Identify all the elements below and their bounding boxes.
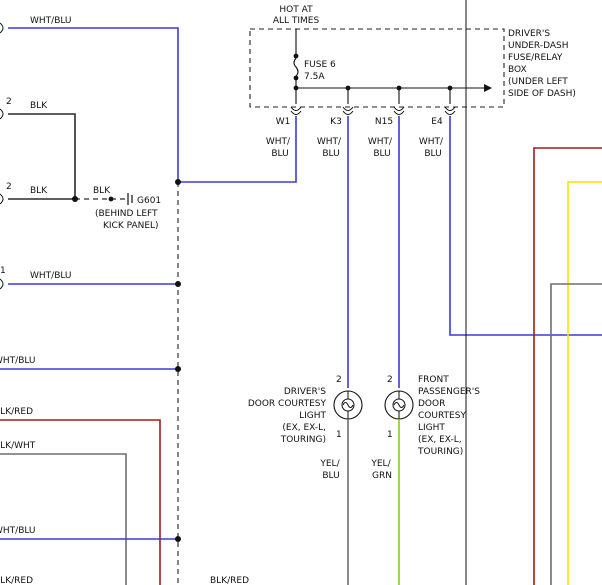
left-wire-label: WHT/BLU [0, 356, 36, 366]
terminal-wire-label: BLU [322, 149, 339, 159]
wire-right-yellow [567, 181, 602, 585]
hot-at-label: HOT AT [279, 5, 313, 15]
passenger-light-label-line: (EX, EX-L, [418, 435, 462, 445]
terminal-wire-label: BLU [424, 149, 441, 159]
terminal-wire-label: BLU [271, 149, 288, 159]
terminal-wire-label: WHT/ [368, 137, 393, 147]
left-pin-number: 1 [0, 266, 6, 276]
passenger-light-label-line: DOOR [418, 399, 445, 409]
fuse-terminal-dot [293, 75, 299, 81]
fuse-box-label-line: DRIVER'S [508, 29, 550, 39]
ground-name: G601 [137, 196, 161, 206]
ground-location: KICK PANEL) [103, 221, 159, 231]
fuse-box-label: DRIVER'S UNDER-DASH FUSE/RELAY BOX (UNDE… [508, 29, 576, 99]
bus-arrow-icon [484, 84, 492, 92]
passenger-light-label-line: LIGHT [418, 423, 445, 433]
left-wire-label: BLK [30, 101, 48, 111]
driver-light-label: DRIVER'S DOOR COURTESY LIGHT (EX, EX-L, … [248, 387, 327, 445]
terminal-wire-label: WHT/ [266, 137, 291, 147]
power-bus [295, 87, 484, 104]
fuse-name: FUSE 6 [304, 60, 336, 70]
bus-junction-dot [293, 85, 299, 91]
wire-e4 [449, 116, 602, 336]
wire-blk-red-1 [0, 419, 161, 585]
terminal-e4-label: E4 [431, 117, 443, 127]
ground-wire-label: BLK [93, 186, 111, 196]
terminal-n15-label: N15 [375, 117, 393, 127]
splice-dot [175, 179, 181, 185]
wire-w1 [178, 116, 297, 183]
passenger-light-label-line: TOURING) [417, 447, 463, 457]
splice-dot [175, 281, 181, 287]
driver-out-wire-label: YEL/ [319, 459, 340, 469]
driver-light-label-line: LIGHT [299, 411, 326, 421]
splice-dot [175, 536, 181, 542]
left-wire-label: BLK [30, 186, 48, 196]
terminal-connectors [290, 106, 456, 115]
terminal-wire-label: BLU [373, 149, 390, 159]
left-wire-label: BLK/RED [0, 407, 33, 417]
driver-light-label-line: DRIVER'S [284, 387, 326, 397]
driver-light-label-line: TOURING) [280, 435, 326, 445]
splice-dot [175, 366, 181, 372]
wire-blk-wht [0, 453, 127, 585]
ground-splice-dot [72, 196, 78, 202]
wire-right-red [533, 147, 602, 585]
passenger-door-courtesy-light [384, 390, 414, 420]
wire-top-left [8, 27, 179, 182]
left-wire-label: WHT/BLU [30, 271, 72, 281]
ground-splice-dot [108, 196, 114, 202]
terminal-w1-label: W1 [276, 117, 291, 127]
terminal-wire-label: WHT/ [419, 137, 444, 147]
ground-g601-icon [127, 193, 133, 205]
passenger-light-label-line: PASSENGER'S [418, 387, 480, 397]
terminal-k3-label: K3 [330, 117, 342, 127]
driver-light-label-line: DOOR COURTESY [248, 399, 327, 409]
left-pin-number: 2 [6, 97, 12, 107]
bottom-wire-label: BLK/RED [210, 576, 249, 585]
left-connector-stubs [0, 22, 4, 290]
fuse-box-label-line: BOX [508, 65, 527, 75]
left-wire-label: BLK/WHT [0, 441, 36, 451]
passenger-light-label-line: FRONT [418, 375, 449, 385]
ground-location: (BEHIND LEFT [95, 209, 158, 219]
fuse-box-label-line: UNDER-DASH [508, 41, 568, 51]
passenger-out-wire-label: YEL/ [370, 459, 391, 469]
all-times-label: ALL TIMES [273, 16, 320, 26]
passenger-light-label-line: COURTESY [418, 411, 466, 421]
passenger-light-label: FRONT PASSENGER'S DOOR COURTESY LIGHT (E… [417, 375, 480, 457]
passenger-out-wire-label: GRN [372, 471, 392, 481]
driver-light-pin-top: 2 [336, 375, 342, 385]
wire-blk-1 [8, 113, 76, 199]
fuse-terminal-dot [293, 53, 299, 59]
passenger-light-pin-top: 2 [387, 375, 393, 385]
fuse-relay-box [249, 28, 505, 108]
driver-door-courtesy-light [333, 390, 363, 420]
passenger-light-pin-bottom: 1 [387, 430, 393, 440]
fuse-rating: 7.5A [304, 72, 325, 82]
left-wire-label: BLK/RED [0, 576, 33, 585]
bus-junction-dot [345, 85, 351, 91]
fuse-box-label-line: (UNDER LEFT [508, 77, 568, 87]
bus-junction-dot [447, 85, 453, 91]
left-wire-label: WHT/BLU [30, 16, 72, 26]
left-wire-label: WHT/BLU [0, 526, 36, 536]
terminal-wire-label: WHT/ [317, 137, 342, 147]
bus-junction-dot [396, 85, 402, 91]
fuse-box-label-line: SIDE OF DASH) [508, 89, 576, 99]
driver-light-label-line: (EX, EX-L, [282, 423, 326, 433]
wire-right-gray [550, 283, 602, 585]
driver-light-pin-bottom: 1 [336, 430, 342, 440]
driver-out-wire-label: BLU [322, 471, 339, 481]
left-pin-number: 2 [6, 182, 12, 192]
fuse-box-label-line: FUSE/RELAY [508, 53, 563, 63]
